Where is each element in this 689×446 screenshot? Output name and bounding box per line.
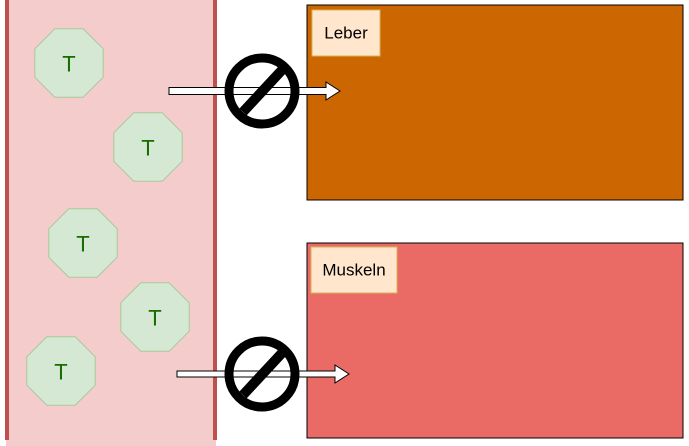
octagon-shape (48, 208, 118, 278)
transporter-nodes: T T T T T (26, 28, 190, 406)
transporter-label: T (148, 306, 161, 331)
transporter-node: T (113, 112, 183, 182)
transporter-node: T (120, 282, 190, 352)
octagon-shape (26, 336, 96, 406)
arrow-right-icon (168, 81, 341, 101)
no-entry-icon (224, 53, 300, 129)
octagon-shape (113, 112, 183, 182)
liver-label: Leber (324, 24, 368, 43)
muscle-label: Muskeln (322, 261, 385, 280)
liver-label-box (311, 9, 381, 57)
transporter-label: T (141, 136, 154, 161)
organ-liver: Leber (306, 4, 684, 201)
transporter-node: T (48, 208, 118, 278)
blocked-arrow-muscle (176, 336, 350, 412)
no-entry-icon (224, 336, 300, 412)
octagon-shape (34, 28, 104, 98)
octagon-shape (120, 282, 190, 352)
transporter-label: T (62, 52, 75, 77)
muscle-label-box (310, 246, 398, 294)
transporter-label: T (54, 360, 67, 385)
organ-muscle: Muskeln (306, 242, 684, 439)
blocked-arrow-liver (168, 53, 341, 129)
transporter-node: T (26, 336, 96, 406)
transporter-node: T (34, 28, 104, 98)
transporter-label: T (76, 232, 89, 257)
